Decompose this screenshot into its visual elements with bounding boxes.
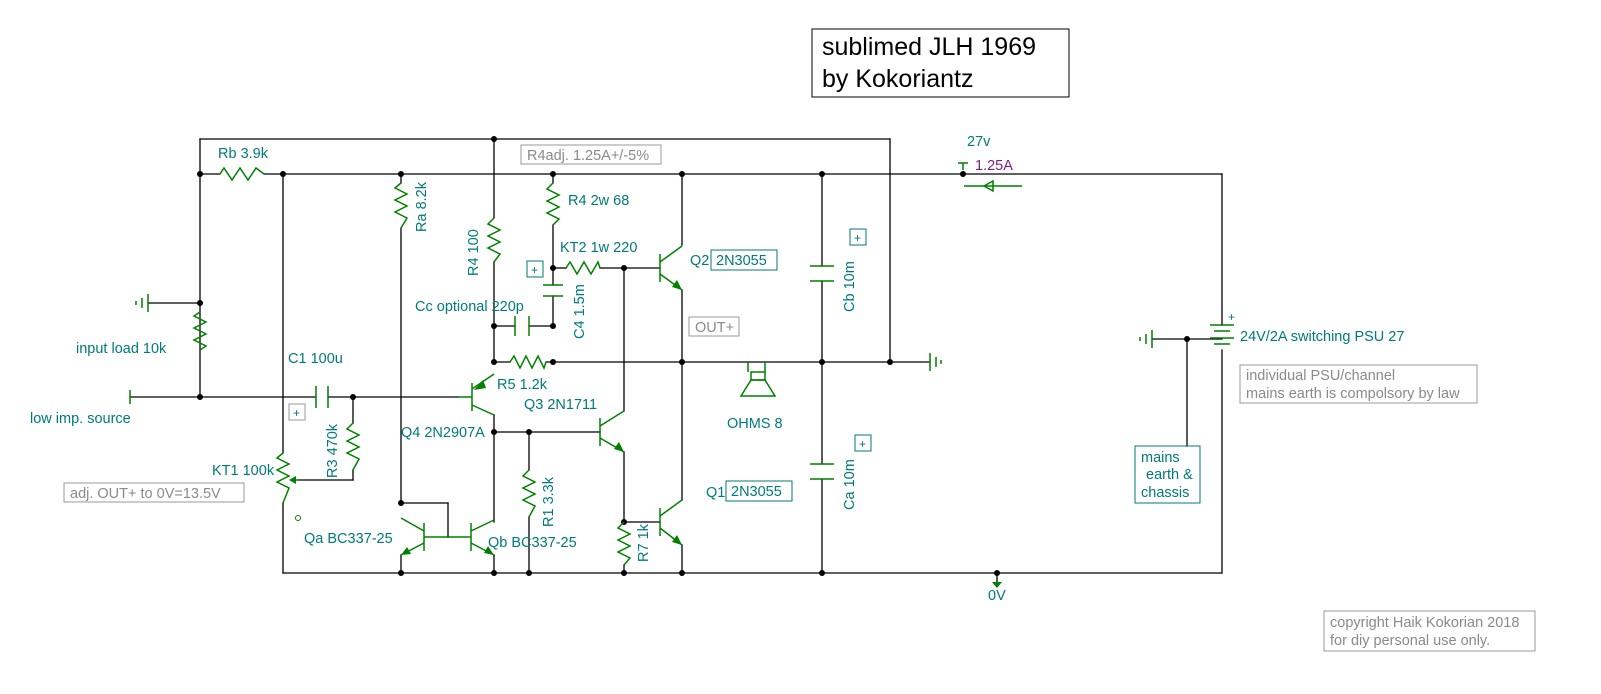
title-line-2: by Kokoriantz: [822, 65, 973, 93]
resistor-r4-100: [486, 217, 502, 263]
svg-text:R4adj. 1.25A+/-5%: R4adj. 1.25A+/-5%: [527, 148, 649, 164]
boxed-label-mains-earth: mains earth & chassis: [1134, 445, 1201, 504]
title-block: sublimed JLH 1969 by Kokoriantz: [811, 28, 1070, 98]
label-27v: 27v: [967, 134, 991, 150]
ground-symbol-earth: [1139, 330, 1153, 348]
svg-text:+: +: [854, 231, 861, 245]
svg-text:mains earth is compolsory by l: mains earth is compolsory by law: [1246, 386, 1460, 402]
label-psu: 24V/2A switching PSU 27: [1240, 329, 1404, 345]
label-r7: R7 1k: [636, 523, 652, 562]
label-cb: Cb 10m: [842, 261, 858, 312]
svg-text:earth &: earth &: [1146, 467, 1193, 483]
transistor-qa: [400, 517, 448, 556]
psu-battery: +: [1210, 310, 1235, 345]
resistor-kt2: [565, 260, 601, 276]
boxed-label-r4adj: R4adj. 1.25A+/-5%: [520, 144, 662, 165]
component-labels: Rb 3.9k 27v 1.25A R4 2w 68 KT2 1w 220 Q2…: [30, 134, 1404, 604]
label-q1: Q1: [706, 485, 725, 501]
label-q4: Q4 2N2907A: [401, 425, 485, 441]
plus-box-c4: +: [526, 260, 544, 278]
ground-symbol-output: [929, 353, 942, 371]
label-q2: Q2: [690, 253, 709, 269]
svg-text:2N3055: 2N3055: [731, 484, 782, 500]
plus-box-cb: +: [849, 228, 867, 246]
speaker-ohms8: [739, 362, 777, 397]
label-r4-100: R4 100: [466, 229, 482, 276]
transistor-qb: [448, 519, 495, 556]
label-c1: C1 100u: [288, 351, 343, 367]
svg-text:OUT+: OUT+: [695, 320, 734, 336]
svg-text:+: +: [859, 437, 866, 451]
current-probe: [958, 162, 1022, 193]
junction-dots: [197, 136, 1190, 576]
plus-box-ca: +: [854, 434, 872, 452]
svg-text:individual PSU/channel: individual PSU/channel: [1246, 368, 1395, 384]
label-low-imp: low imp. source: [30, 411, 131, 427]
svg-text:adj. OUT+ to 0V=13.5V: adj. OUT+ to 0V=13.5V: [70, 486, 221, 502]
svg-text:+: +: [1228, 310, 1235, 324]
wiring: [129, 138, 1223, 583]
ground-symbol-input: [135, 294, 149, 312]
label-qa: Qa BC337-25: [304, 531, 393, 547]
boxed-label-adj: adj. OUT+ to 0V=13.5V: [63, 482, 245, 503]
resistor-r5: [509, 354, 547, 370]
resistor-r1: [521, 469, 537, 518]
label-input-load: input load 10k: [76, 341, 167, 357]
transistor-q3: [599, 410, 625, 453]
svg-text:mains: mains: [1141, 450, 1180, 466]
label-rb: Rb 3.9k: [218, 146, 269, 162]
label-ra: Ra 8.2k: [414, 181, 430, 232]
capacitor-c4: [543, 284, 563, 297]
label-1-25a: 1.25A: [975, 158, 1013, 174]
resistor-ra: [393, 182, 409, 229]
label-0v: 0V: [988, 588, 1006, 604]
title-line-1: sublimed JLH 1969: [822, 33, 1036, 61]
resistor-r3: [345, 422, 361, 471]
transistor-q1: [659, 499, 683, 546]
svg-text:2N3055: 2N3055: [716, 253, 767, 269]
capacitor-cb: [810, 265, 834, 282]
resistor-rb: [219, 166, 265, 182]
label-r3: R3 470k: [325, 423, 341, 478]
label-kt2: KT2 1w 220: [560, 240, 637, 256]
boxed-label-q2-type: 2N3055: [710, 249, 778, 271]
label-r5: R5 1.2k: [497, 377, 548, 393]
boxed-label-q1-type: 2N3055: [725, 480, 793, 502]
label-q3: Q3 2N1711: [524, 397, 597, 413]
label-r4-2w: R4 2w 68: [568, 193, 629, 209]
resistor-input-load: [192, 311, 208, 351]
label-cc: Cc optional 220p: [415, 299, 524, 315]
svg-text:+: +: [531, 263, 538, 277]
label-ohms8: OHMS 8: [727, 416, 783, 432]
boxed-label-out-plus: OUT+: [688, 316, 740, 337]
transistor-q4: [458, 373, 495, 416]
svg-text:+: +: [293, 406, 300, 420]
label-kt1: KT1 100k: [212, 463, 275, 479]
plus-box-c1: +: [288, 403, 306, 421]
resistor-r7: [616, 521, 632, 566]
boxed-label-psu-note: individual PSU/channel mains earth is co…: [1239, 364, 1478, 404]
label-ca: Ca 10m: [842, 459, 858, 510]
label-c4: C4 1.5m: [572, 284, 588, 339]
zero-v-terminal: [992, 582, 1002, 588]
svg-text:copyright Haik Kokorian 2018: copyright Haik Kokorian 2018: [1330, 615, 1519, 631]
svg-text:for diy personal use only.: for diy personal use only.: [1330, 633, 1490, 649]
resistor-r4-2w: [545, 182, 561, 226]
potentiometer-kt1: [275, 452, 301, 521]
svg-text:chassis: chassis: [1141, 485, 1189, 501]
boxed-label-copyright: copyright Haik Kokorian 2018 for diy per…: [1323, 610, 1536, 652]
capacitor-ca: [810, 463, 834, 480]
capacitor-c1: [315, 386, 329, 408]
capacitor-cc: [514, 316, 530, 336]
label-qb: Qb BC337-25: [488, 535, 577, 551]
transistor-q2: [659, 245, 683, 291]
label-r1: R1 3.3k: [541, 476, 557, 527]
